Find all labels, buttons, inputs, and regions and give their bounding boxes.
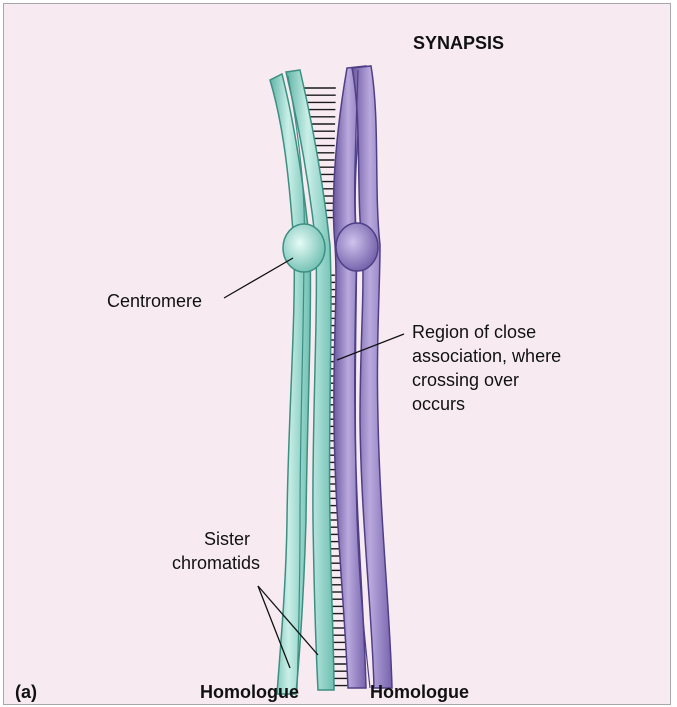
region-label-line4: occurs: [412, 393, 465, 415]
centromere-label: Centromere: [107, 290, 202, 312]
homologue-right-chromosome: [333, 66, 392, 688]
sister-label-line1: Sister: [204, 528, 250, 550]
region-label-line1: Region of close: [412, 321, 536, 343]
homologue-right-label: Homologue: [370, 681, 469, 703]
panel-label: (a): [15, 681, 37, 703]
homologue-left-label: Homologue: [200, 681, 299, 703]
sister-label-line2: chromatids: [172, 552, 260, 574]
region-label-line3: crossing over: [412, 369, 519, 391]
homologue-left-chromosome: [270, 70, 334, 694]
centromere-leader-line: [224, 258, 293, 298]
region-label-line2: association, where: [412, 345, 561, 367]
diagram-title: SYNAPSIS: [413, 32, 504, 54]
